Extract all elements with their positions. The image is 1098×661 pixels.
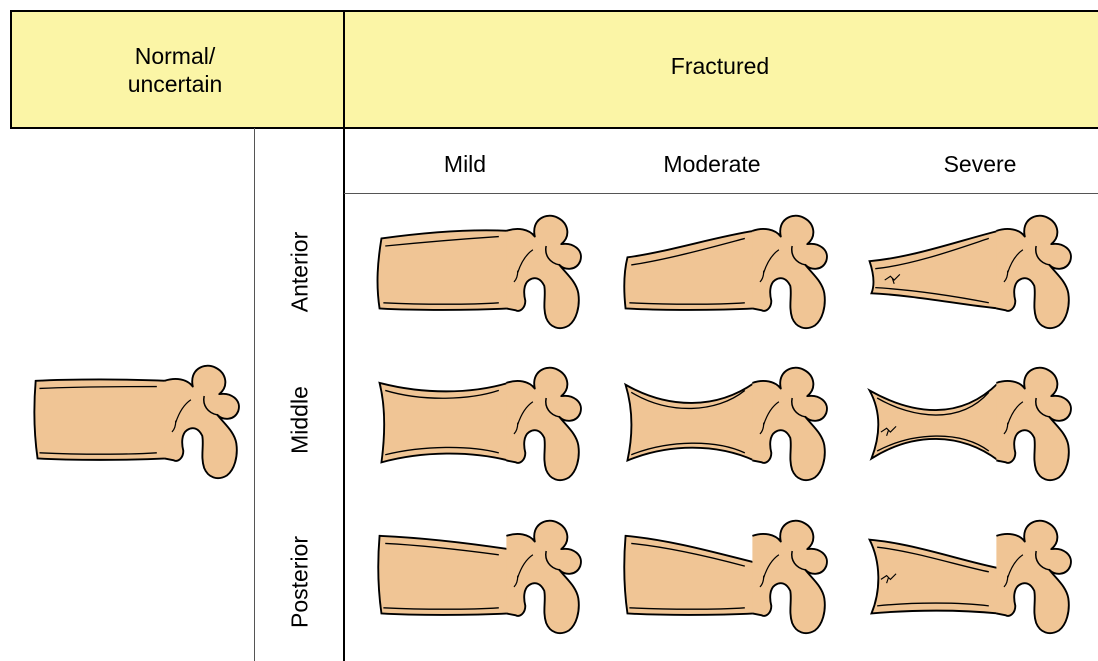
vertebra-middle-severe bbox=[862, 362, 1074, 487]
left-border bbox=[10, 10, 12, 128]
vertebra-normal bbox=[30, 360, 242, 485]
vertebra-posterior-mild bbox=[372, 515, 584, 640]
header-bottom-border bbox=[10, 127, 1098, 129]
severity-label-mild: Mild bbox=[380, 150, 550, 178]
severity-label-moderate: Moderate bbox=[627, 150, 797, 178]
location-column-divider bbox=[254, 128, 255, 661]
vertebra-posterior-severe bbox=[862, 515, 1074, 640]
vertebra-anterior-moderate bbox=[618, 210, 830, 335]
location-label-middle: Middle bbox=[287, 386, 314, 454]
vertebra-anterior-mild bbox=[372, 210, 584, 335]
vertebra-posterior-moderate bbox=[618, 515, 830, 640]
severity-label-severe: Severe bbox=[895, 150, 1065, 178]
severity-row-divider bbox=[344, 193, 1098, 194]
vertebra-middle-moderate bbox=[618, 362, 830, 487]
vertebra-middle-mild bbox=[372, 362, 584, 487]
top-border bbox=[10, 10, 1098, 12]
fractured-label: Fractured bbox=[560, 52, 880, 80]
vertebra-anterior-severe bbox=[862, 210, 1074, 335]
location-label-anterior: Anterior bbox=[287, 232, 314, 313]
location-label-posterior: Posterior bbox=[287, 536, 314, 628]
normal-fractured-divider bbox=[343, 10, 345, 661]
normal-uncertain-label: Normal/ uncertain bbox=[40, 42, 310, 98]
